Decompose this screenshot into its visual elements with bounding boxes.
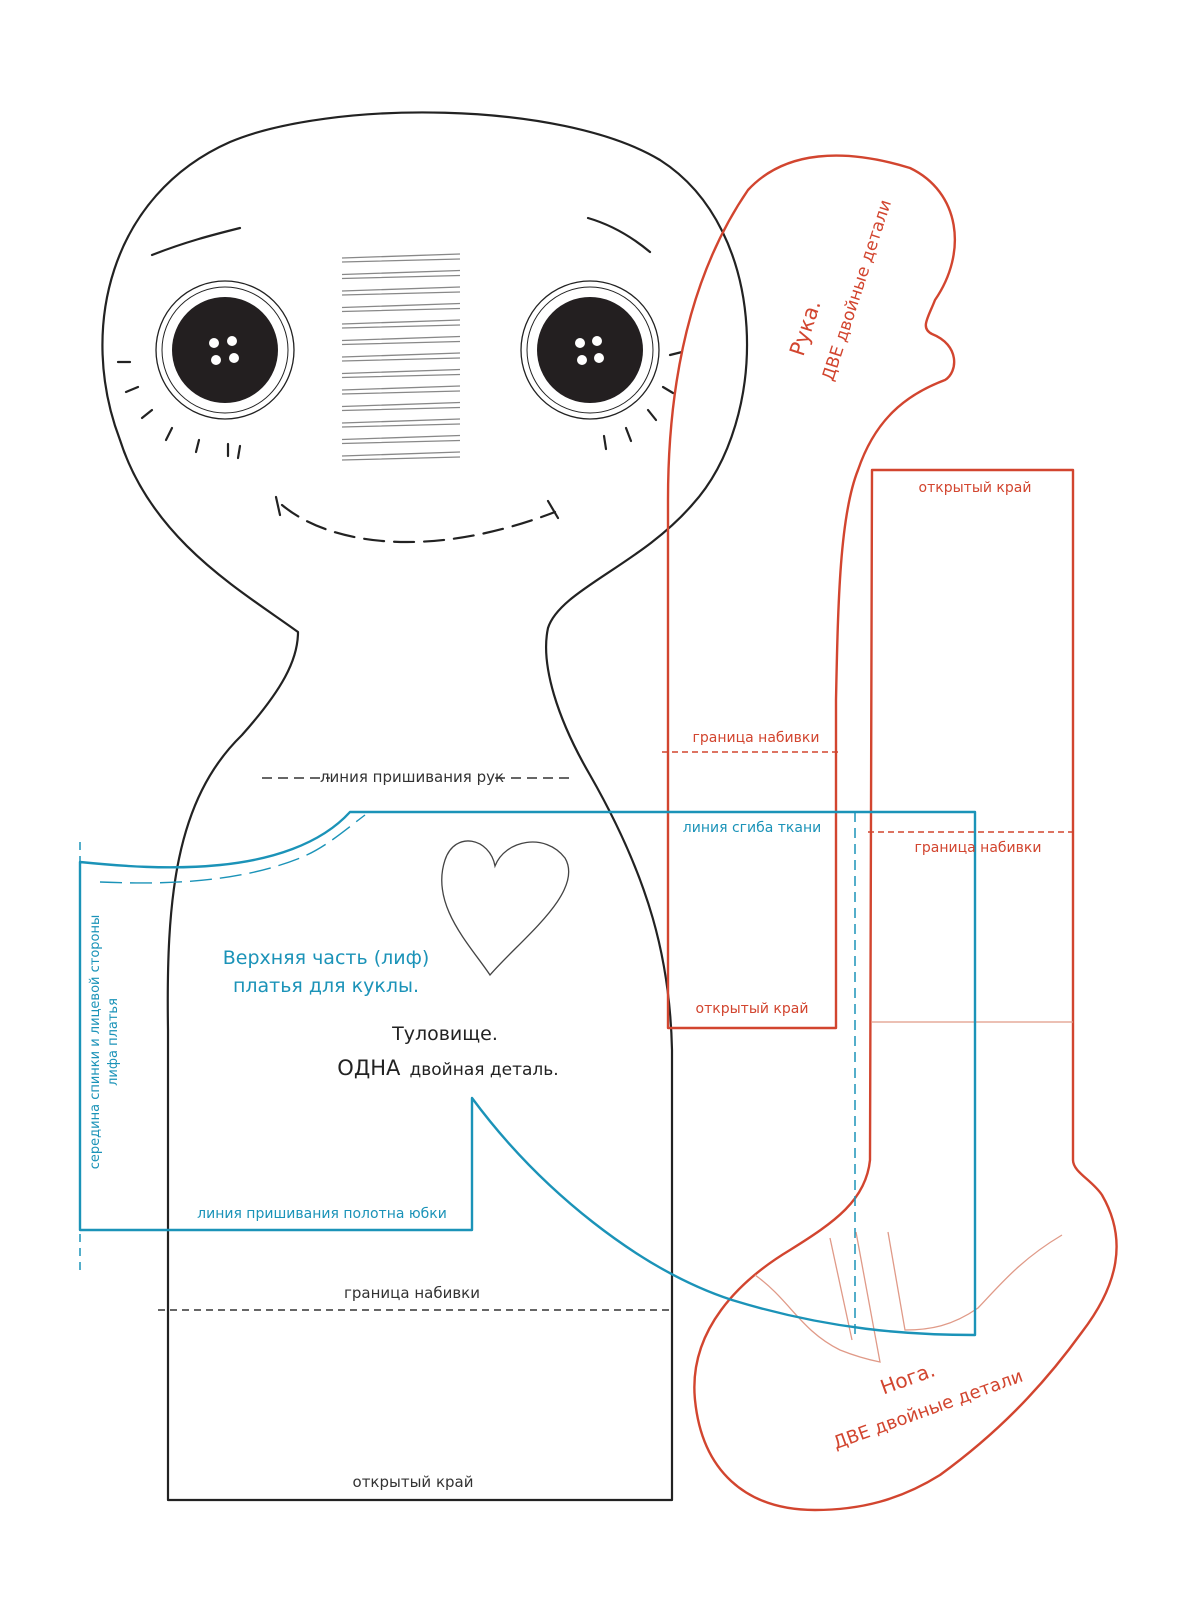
nose-stitch-strand: [341, 335, 461, 346]
torso-title-caps: ОДНА: [337, 1056, 401, 1080]
nose-stitch-strand: [341, 269, 461, 280]
leg-title: Нога.: [877, 1357, 938, 1399]
nose-stitch-strand: [341, 286, 461, 296]
arm-open-edge-label: открытый край: [696, 1001, 809, 1017]
arm-title: Рука.: [785, 297, 826, 359]
bodice-piece: [78, 810, 977, 1337]
torso-open-edge-label: открытый край: [353, 1473, 474, 1491]
arm-attach-label: линия пришивания рук: [320, 768, 504, 786]
leg-piece: [693, 468, 1118, 1512]
bodice-outline: [78, 810, 977, 1337]
arm-subtitle: ДВЕ двойные детали: [819, 197, 896, 383]
arm-title-text: Рука.: [785, 297, 826, 359]
arm-outline: [666, 154, 956, 1030]
torso-title-line2: ОДНА двойная деталь.: [337, 1056, 558, 1080]
bodice-neck-seam-guide: [99, 814, 366, 884]
leg-open-edge-label: открытый край: [919, 480, 1032, 496]
bodice-title-line2: платья для куклы.: [233, 975, 419, 997]
nose-stitch-strand: [341, 352, 461, 362]
right-eye-button-icon: [520, 280, 660, 420]
torso-title-rest: двойная деталь.: [409, 1060, 558, 1080]
torso-title-line1: Туловище.: [391, 1023, 498, 1045]
bodice-title-line1: Верхняя часть (лиф): [223, 947, 430, 969]
mouth-left-end: [274, 495, 282, 517]
nose-stitch-strand: [341, 368, 461, 379]
leg-outline: [693, 468, 1118, 1512]
arm-subtitle-text: ДВЕ двойные детали: [819, 197, 896, 383]
torso-outline: [101, 111, 749, 1502]
torso-stuffing-label: граница набивки: [344, 1284, 480, 1302]
mouth-right-end: [546, 499, 560, 520]
right-eyelashes: [602, 350, 684, 451]
nose-stitch-strand: [341, 302, 461, 313]
nose-stitch-strand: [341, 434, 461, 445]
arm-piece: [662, 154, 956, 1030]
bodice-center-label-line1: середина спинки и лицевой стороны: [88, 915, 103, 1169]
arm-stuffing-label: граница набивки: [693, 730, 820, 746]
right-eyebrow: [586, 216, 652, 254]
nose-stitch-strand: [341, 451, 461, 461]
nose-stitch-strand: [341, 418, 461, 428]
left-eyebrow: [150, 226, 242, 257]
leg-stuffing-label: граница набивки: [915, 840, 1042, 856]
bodice-skirt-line-label: линия пришивания полотна юбки: [197, 1206, 447, 1222]
left-eyelashes: [116, 360, 242, 460]
bodice-center-label: середина спинки и лицевой стороны лифа п…: [88, 915, 121, 1169]
nose-stitch-icon: [341, 253, 461, 461]
nose-stitch-strand: [341, 401, 461, 412]
fold-line-label: линия сгиба ткани: [683, 820, 821, 836]
mouth-stitch: [280, 503, 557, 544]
bodice-center-label-line2: лифа платья: [106, 998, 121, 1086]
nose-stitch-strand: [341, 253, 461, 263]
nose-stitch-strand: [341, 319, 461, 329]
heart-icon: [441, 840, 570, 977]
left-eye-button-icon: [155, 280, 295, 420]
leg-toe-guide: [754, 1231, 881, 1363]
leg-title-text: Нога.: [877, 1357, 938, 1399]
torso-piece: [101, 111, 749, 1502]
leg-heel-guide: [887, 1231, 1063, 1331]
nose-stitch-strand: [341, 385, 461, 395]
